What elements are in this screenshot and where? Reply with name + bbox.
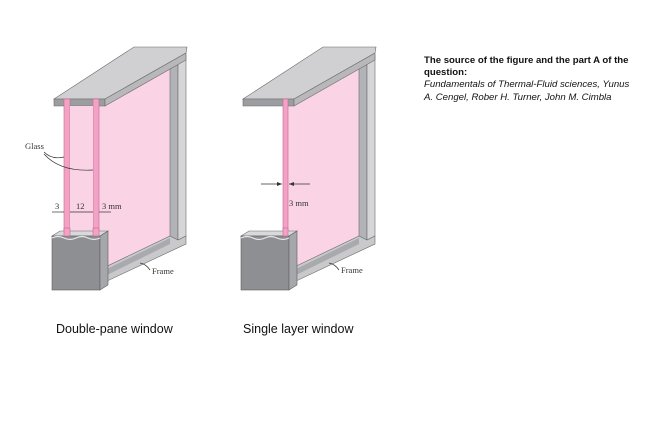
glass-leader-1 xyxy=(43,151,65,159)
source-note-title: The source of the figure and the part A … xyxy=(424,55,629,79)
double-pane-caption: Double-pane window xyxy=(56,322,173,336)
source-note-reference: Fundamentals of Thermal-Fluid sciences, … xyxy=(424,79,630,103)
base-block-break xyxy=(51,235,101,241)
base-block-side xyxy=(99,230,109,291)
frame-bottom-sill-inner xyxy=(294,238,359,276)
frame-leader xyxy=(328,262,340,271)
source-note: The source of the figure and the part A … xyxy=(424,55,639,104)
single-layer-window-drawing: 3 mm Frame xyxy=(239,46,377,291)
frame-right-post xyxy=(169,59,179,246)
dim-gap-label: 12 xyxy=(76,201,85,211)
frame-top-side xyxy=(104,52,187,107)
glass-pane-inner xyxy=(92,98,100,237)
base-block-front xyxy=(240,235,290,291)
double-pane-window-drawing: Glass 3 12 3 mm Frame xyxy=(25,46,188,291)
glass-area xyxy=(288,66,359,270)
glass-leader-2 xyxy=(43,153,94,171)
frame-top-side xyxy=(293,52,376,107)
frame-right-post-side xyxy=(366,54,376,241)
base-block-front xyxy=(51,235,101,291)
dim-arrowhead-right xyxy=(289,182,294,186)
base-block-top xyxy=(239,230,299,237)
single-layer-caption: Single layer window xyxy=(243,322,354,336)
glass-pane-outer-stub xyxy=(63,227,71,237)
glass-pane-stub xyxy=(282,227,289,237)
base-block-break xyxy=(240,235,290,241)
frame-label: Frame xyxy=(152,266,174,276)
air-gap xyxy=(70,106,93,236)
dim-label: 3 mm xyxy=(289,198,309,208)
dim-left-label: 3 xyxy=(55,201,59,211)
glass-pane-inner-stub xyxy=(92,227,100,237)
glass-pane xyxy=(282,98,289,237)
frame-right-post xyxy=(358,59,368,246)
dim-right-label: 3 mm xyxy=(102,201,122,211)
frame-leader xyxy=(139,262,151,271)
dim-arrowhead-left xyxy=(277,182,282,186)
glass-area xyxy=(99,66,170,270)
glass-label: Glass xyxy=(25,141,44,151)
frame-right-post-side xyxy=(177,54,187,241)
frame-label: Frame xyxy=(341,265,363,275)
base-block-top xyxy=(50,230,110,237)
base-block-side xyxy=(288,230,298,291)
frame-bottom-sill-inner xyxy=(105,238,170,276)
